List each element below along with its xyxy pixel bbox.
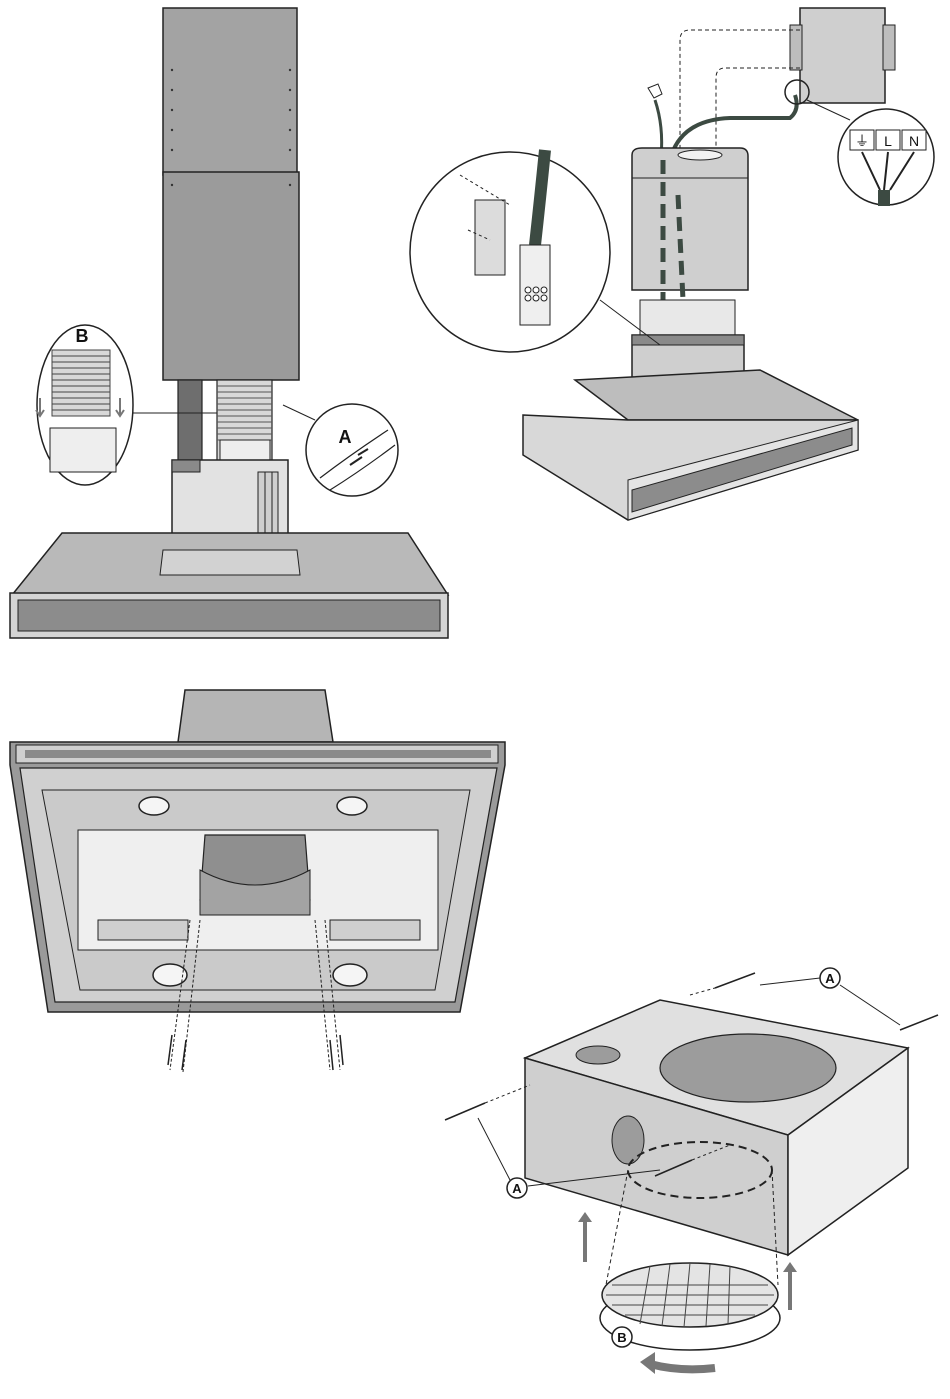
figure-chimney-duct: B A bbox=[10, 8, 448, 638]
label-b: B bbox=[612, 1327, 632, 1347]
wiring-detail-callout bbox=[410, 150, 660, 352]
wall-junction-box bbox=[790, 8, 895, 103]
terminal-earth-label: ⏚ bbox=[855, 133, 869, 149]
callout-a-bubble: A bbox=[283, 404, 398, 496]
label-a-top-text: A bbox=[825, 971, 835, 986]
terminal-l-label: L bbox=[884, 133, 892, 149]
figure-motor-box-filter: A A B bbox=[445, 968, 938, 1374]
flexible-duct bbox=[217, 380, 272, 470]
figure-electrical-connection: ⏚ L N bbox=[410, 8, 934, 520]
support-post bbox=[178, 380, 202, 470]
callout-a-label: A bbox=[339, 427, 352, 447]
blower-motor bbox=[200, 835, 310, 915]
label-b-text: B bbox=[617, 1330, 626, 1345]
terminal-n-label: N bbox=[909, 133, 919, 149]
dashed-conduit bbox=[680, 30, 800, 155]
terminal-callout: ⏚ L N bbox=[807, 100, 934, 206]
label-a-left-text: A bbox=[512, 1181, 522, 1196]
callout-b-label: B bbox=[76, 326, 89, 346]
hood-body-right bbox=[523, 370, 858, 520]
label-a-top: A bbox=[760, 968, 900, 1025]
motor-cube bbox=[632, 148, 748, 300]
figure-hood-underside bbox=[10, 690, 505, 1072]
hood-canopy bbox=[10, 533, 448, 638]
rotation-arrow bbox=[650, 1364, 715, 1369]
lower-chimney-section bbox=[163, 172, 299, 380]
dashed-conduit-2 bbox=[716, 68, 800, 155]
chimney-stub bbox=[178, 690, 333, 742]
upper-chimney-section bbox=[163, 8, 297, 175]
screw-bodies bbox=[168, 1035, 343, 1070]
